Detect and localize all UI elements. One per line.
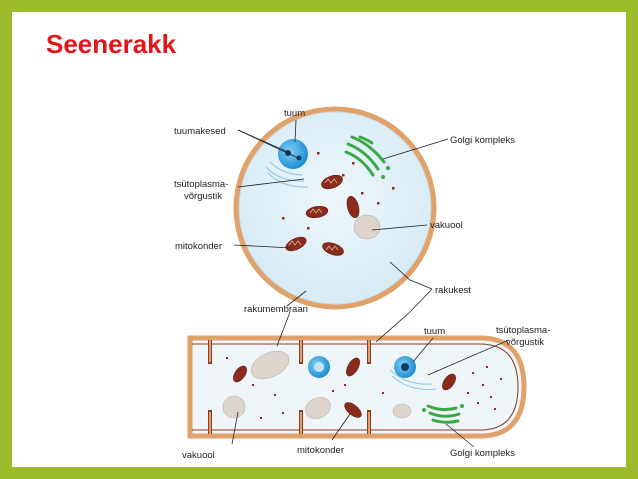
round-cell-membrane [238,111,432,305]
round-golgi [344,135,386,177]
hypha-mitochondria [233,357,456,418]
leader-lines [231,119,510,448]
round-cell-wall [233,106,437,310]
label-vakuool-bottom: vakuool [182,450,215,461]
slide: Seenerakk [12,12,626,467]
round-nucleus [278,139,308,169]
label-tsytoplasma-bottom-1: tsütoplasma- [496,325,550,336]
label-tuumakesed: tuumakesed [174,126,226,137]
slide-title: Seenerakk [46,29,177,59]
golgi-vesicle [386,166,390,170]
hypha-nucleolus-1 [314,362,324,372]
hypha-golgi [426,404,461,424]
round-cell [233,106,437,310]
golgi-vesicle [381,175,385,179]
hypha-cell [187,335,527,439]
label-tuum: tuum [284,108,305,119]
label-golgi-bottom: Golgi kompleks [450,448,515,459]
hypha-vacuoles [222,350,412,419]
label-tsytoplasma-1: tsütoplasma- [174,179,228,190]
label-mitokonder-bottom: mitokonder [297,445,344,456]
hypha-er [389,369,437,390]
label-tsytoplasma-bottom-2: võrgustik [506,337,544,348]
label-tuum-bottom: tuum [424,326,445,337]
label-tsytoplasma-2: võrgustik [184,191,222,202]
fungal-cell-diagram: tuum tuumakesed Golgi kompleks tsütoplas… [174,106,550,461]
label-rakumembraan: rakumembraan [244,304,308,315]
label-vakuool: vakuool [430,220,463,231]
hypha-granules [226,357,502,419]
hypha-nucleolus-2 [401,363,409,371]
round-granules [282,152,395,230]
round-nucleolus-2 [296,155,302,161]
label-golgi: Golgi kompleks [450,135,515,146]
round-vacuole [353,214,381,240]
label-rakukest: rakukest [435,285,471,296]
hypha-wall [187,335,527,439]
round-er [265,161,309,188]
label-mitokonder: mitokonder [175,241,222,252]
